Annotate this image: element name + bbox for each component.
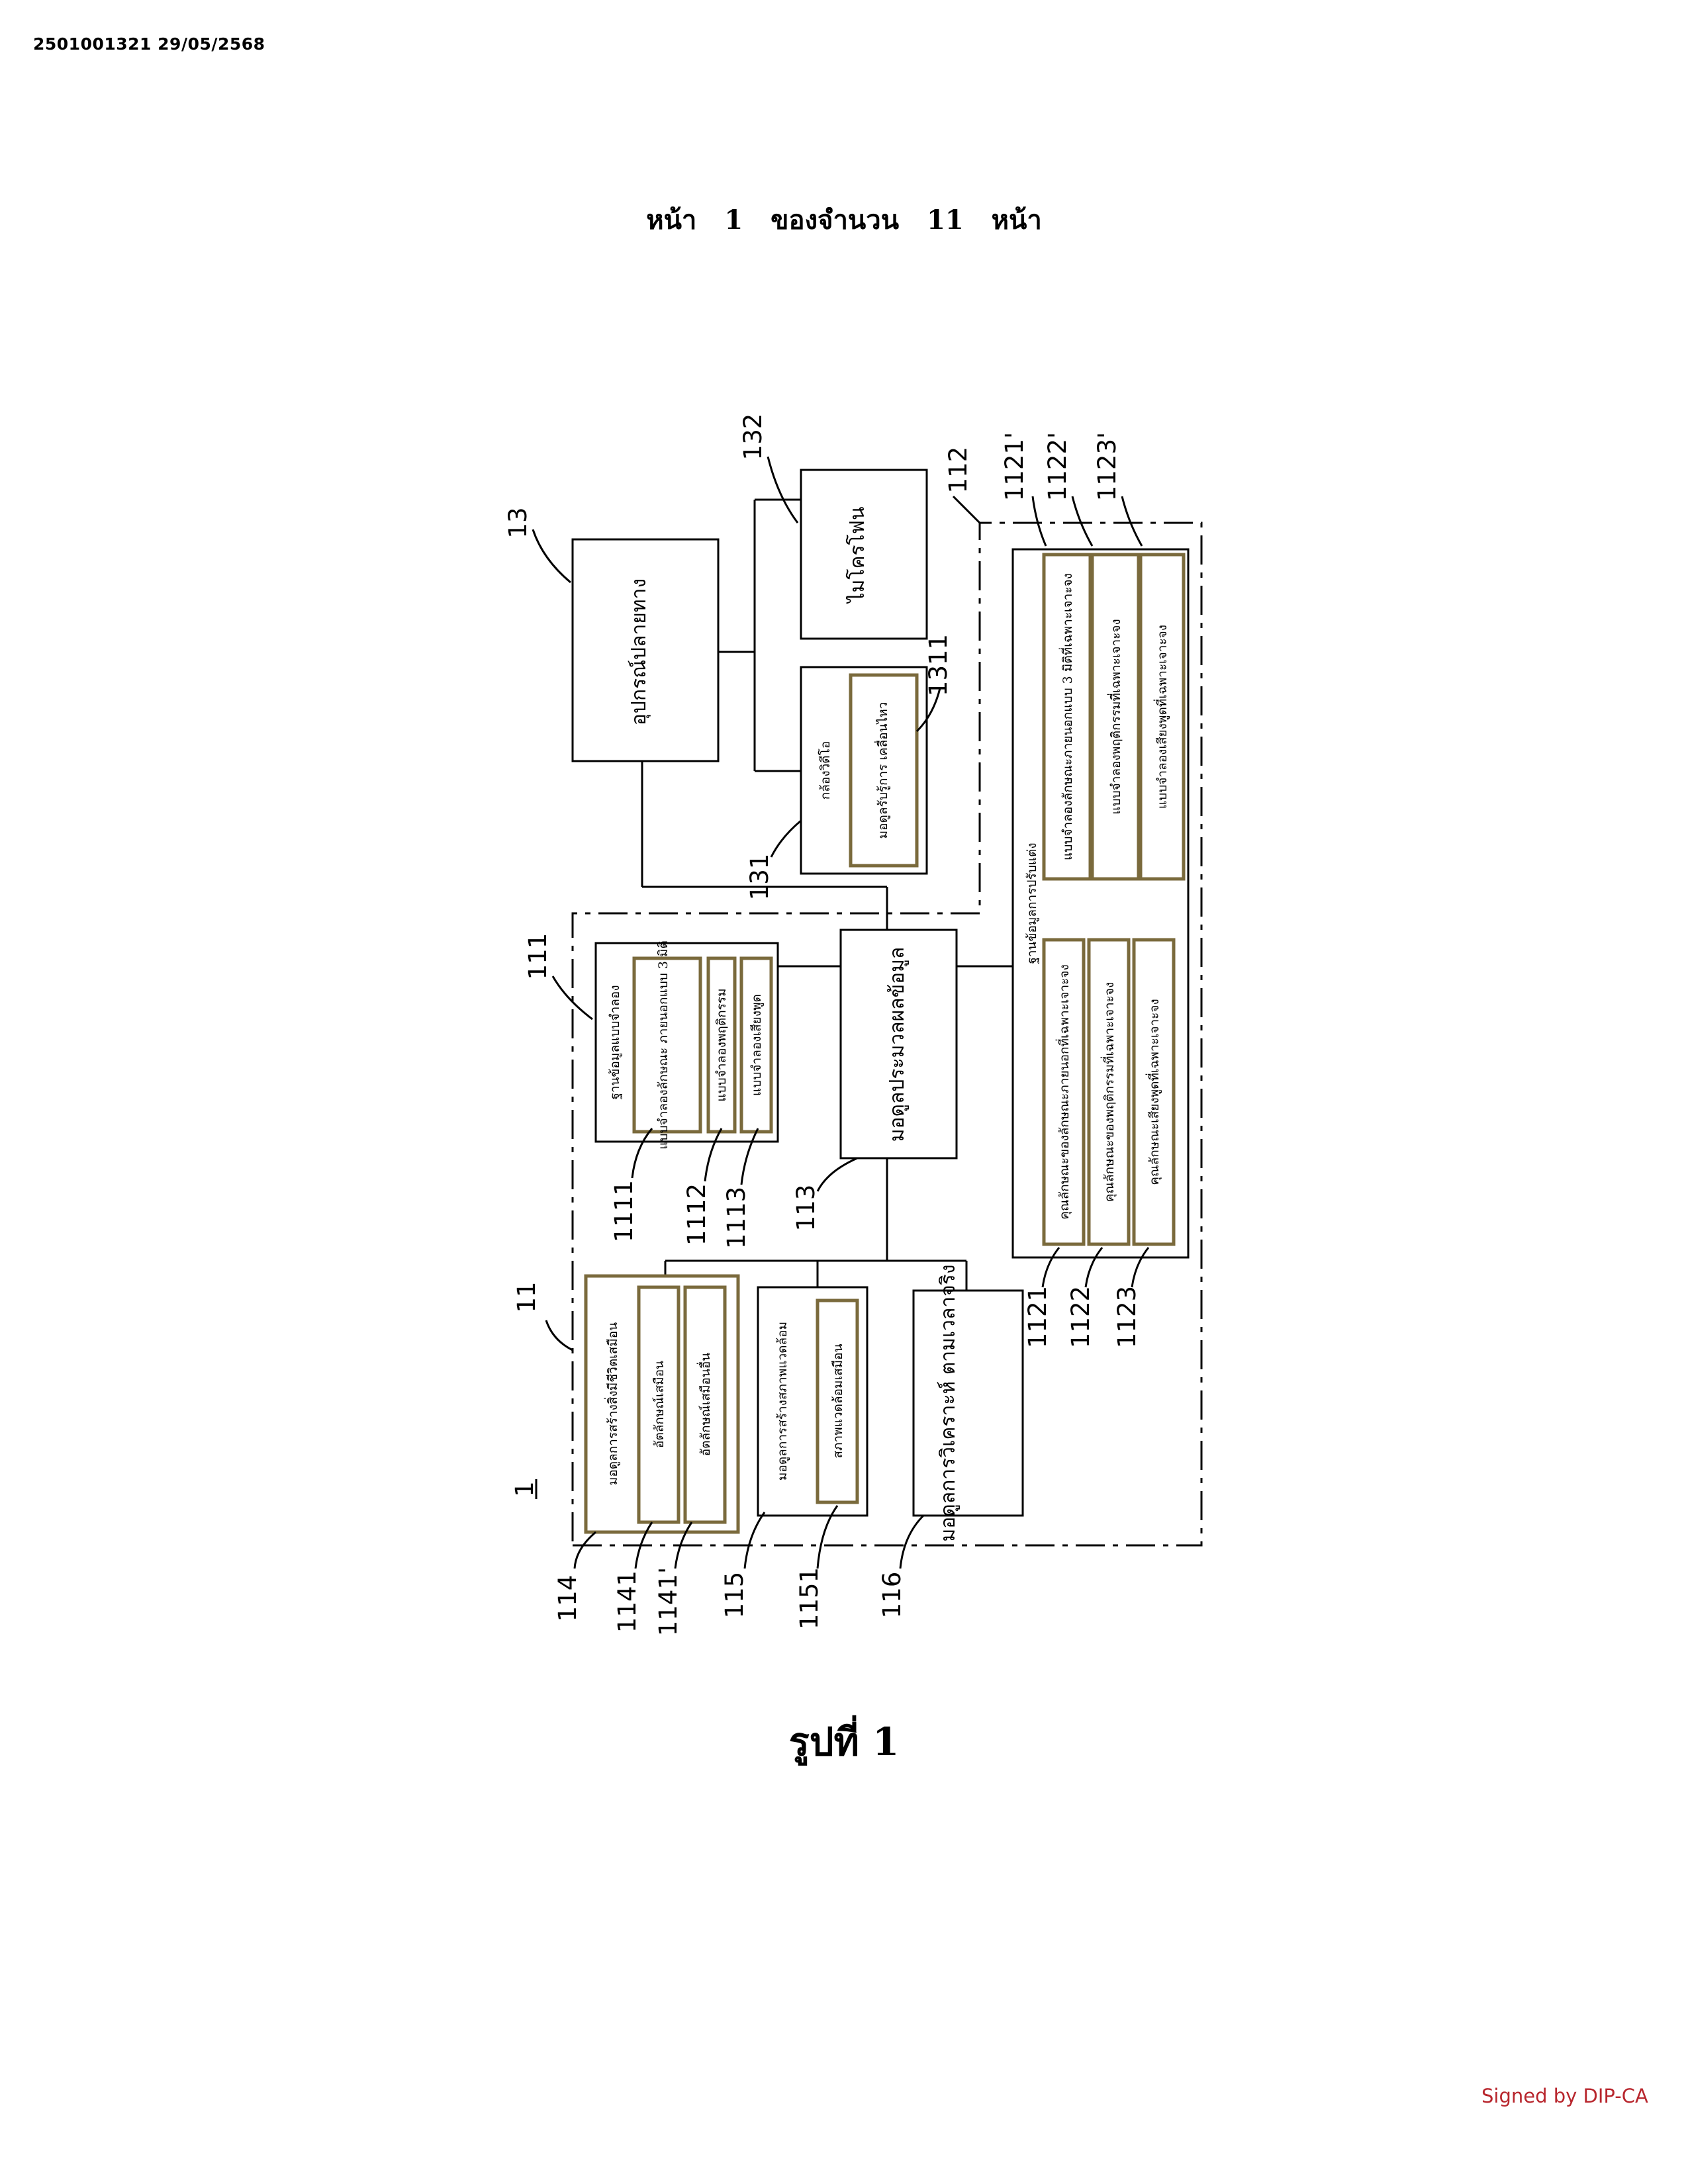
svg-text:114: 114 xyxy=(553,1575,582,1622)
system-label: 1 xyxy=(510,1479,539,1499)
video-camera-box: กล้องวิดีโอ มอดูลรับรู้การ เคลื่อนไหว xyxy=(800,666,928,875)
realtime-analysis-module-box: มอดูลการวิเคราะห์ ตามเวลาจริง xyxy=(912,1264,1024,1542)
svg-text:13: 13 xyxy=(504,507,532,538)
svg-text:มอดูลรับรู้การ เคลื่อนไหว: มอดูลรับรู้การ เคลื่อนไหว xyxy=(874,702,890,839)
microphone-box: ไมโครโฟน xyxy=(800,469,928,640)
leader-lines xyxy=(532,456,1150,1569)
svg-text:131: 131 xyxy=(745,854,774,901)
svg-text:แบบจำลองเสียงพูดที่เฉพาะเจาะจง: แบบจำลองเสียงพูดที่เฉพาะเจาะจง xyxy=(1153,625,1170,809)
svg-text:แบบจำลองลักษณะภายนอกแบบ 3 มิติ: แบบจำลองลักษณะภายนอกแบบ 3 มิติที่เฉพาะเจ… xyxy=(1058,573,1075,860)
page-number: 1 xyxy=(724,205,743,236)
svg-text:1121': 1121' xyxy=(1000,432,1029,501)
svg-text:กล้องวิดีโอ: กล้องวิดีโอ xyxy=(818,741,833,799)
svg-text:มอดูลการสร้างสภาพแวดล้อม: มอดูลการสร้างสภาพแวดล้อม xyxy=(775,1322,790,1480)
svg-text:1111: 1111 xyxy=(610,1180,638,1242)
svg-text:มอดูลการวิเคราะห์ ตามเวลาจริง: มอดูลการวิเคราะห์ ตามเวลาจริง xyxy=(937,1264,960,1541)
svg-text:คุณลักษณะของพฤติกรรมที่เฉพาะเจ: คุณลักษณะของพฤติกรรมที่เฉพาะเจาะจง xyxy=(1100,982,1117,1203)
svg-text:1123': 1123' xyxy=(1093,432,1121,501)
end-device-box: อุปกรณ์ปลายทาง xyxy=(571,538,720,762)
svg-text:115: 115 xyxy=(720,1572,749,1619)
svg-text:112: 112 xyxy=(944,447,972,494)
svg-text:ไมโครโฟน: ไมโครโฟน xyxy=(845,506,869,604)
svg-text:1122: 1122 xyxy=(1066,1286,1095,1348)
svg-text:ฐานข้อมูลแบบจำลอง: ฐานข้อมูลแบบจำลอง xyxy=(608,985,622,1099)
svg-text:1123: 1123 xyxy=(1113,1286,1141,1348)
svg-text:มอดูลประมวลผลข้อมูล: มอดูลประมวลผลข้อมูล xyxy=(886,947,909,1142)
svg-text:แบบจำลองพฤติกรรมที่เฉพาะเจาะจง: แบบจำลองพฤติกรรมที่เฉพาะเจาะจง xyxy=(1107,619,1123,815)
reference-numerals: 13 132 131 1311 111 112 1121' 1122' 1123… xyxy=(504,414,1141,1636)
svg-text:1141': 1141' xyxy=(654,1567,682,1636)
virtual-creature-module-box: มอดูลการสร้างสิ่งมีชีวิตเสมือน อัตลักษณ์… xyxy=(584,1274,740,1534)
page-word: หน้า xyxy=(646,205,697,236)
svg-text:คุณลักษณะเสียงพูดที่เฉพาะเจาะจ: คุณลักษณะเสียงพูดที่เฉพาะเจาะจง xyxy=(1145,999,1162,1185)
svg-text:1: 1 xyxy=(510,1481,539,1497)
svg-text:1113: 1113 xyxy=(722,1187,751,1249)
virtual-environment-module-box: มอดูลการสร้างสภาพแวดล้อม สภาพแวดล้อมเสมื… xyxy=(757,1286,868,1517)
template-database-box: ฐานข้อมูลแบบจำลอง แบบจำลองลักษณะ ภายนอกแ… xyxy=(594,940,779,1150)
svg-text:คุณลักษณะของลักษณะภายนอกที่เฉพ: คุณลักษณะของลักษณะภายนอกที่เฉพาะเจาะจง xyxy=(1055,964,1072,1220)
signature-note: Signed by DIP-CA xyxy=(1481,2085,1648,2107)
pages-word: หน้า xyxy=(991,205,1042,236)
document-stamp: 2501001321 29/05/2568 xyxy=(33,34,265,54)
svg-text:1141: 1141 xyxy=(613,1570,641,1633)
total-pages: 11 xyxy=(927,205,964,236)
svg-text:132: 132 xyxy=(739,414,767,461)
svg-text:116: 116 xyxy=(878,1572,906,1619)
processing-module-box: มอดูลประมวลผลข้อมูล xyxy=(839,929,958,1160)
svg-text:ฐานข้อมูลการปรับแต่ง: ฐานข้อมูลการปรับแต่ง xyxy=(1025,842,1039,964)
of-total-word: ของจำนวน xyxy=(771,205,900,236)
svg-text:1151: 1151 xyxy=(795,1567,823,1629)
svg-text:111: 111 xyxy=(524,933,552,980)
svg-text:1311: 1311 xyxy=(924,634,953,696)
adjustment-database-box: ฐานข้อมูลการปรับแต่ง คุณลักษณะของลักษณะภ… xyxy=(1011,548,1190,1259)
svg-text:สภาพแวดล้อมเสมือน: สภาพแวดล้อมเสมือน xyxy=(831,1343,845,1458)
svg-text:อัตลักษณ์เสมือนอื่น: อัตลักษณ์เสมือนอื่น xyxy=(696,1353,713,1456)
svg-text:อัตลักษณ์เสมือน: อัตลักษณ์เสมือน xyxy=(652,1361,667,1448)
svg-text:มอดูลการสร้างสิ่งมีชีวิตเสมือน: มอดูลการสร้างสิ่งมีชีวิตเสมือน xyxy=(604,1322,620,1485)
svg-text:แบบจำลองพฤติกรรม: แบบจำลองพฤติกรรม xyxy=(714,988,729,1101)
svg-text:แบบจำลองเสียงพูด: แบบจำลองเสียงพูด xyxy=(749,994,764,1096)
svg-text:แบบจำลองลักษณะ ภายนอกแบบ 3 มิต: แบบจำลองลักษณะ ภายนอกแบบ 3 มิติ xyxy=(656,940,671,1150)
svg-text:113: 113 xyxy=(792,1185,820,1232)
svg-text:1122': 1122' xyxy=(1043,432,1072,501)
svg-text:อุปกรณ์ปลายทาง: อุปกรณ์ปลายทาง xyxy=(628,578,651,725)
figure-caption: รูปที่ 1 xyxy=(788,1719,900,1764)
svg-text:1121: 1121 xyxy=(1023,1286,1052,1348)
svg-text:11: 11 xyxy=(512,1281,541,1312)
svg-text:1112: 1112 xyxy=(682,1183,711,1246)
page-count-line: หน้า 1 ของจำนวน 11 หน้า xyxy=(0,199,1688,241)
